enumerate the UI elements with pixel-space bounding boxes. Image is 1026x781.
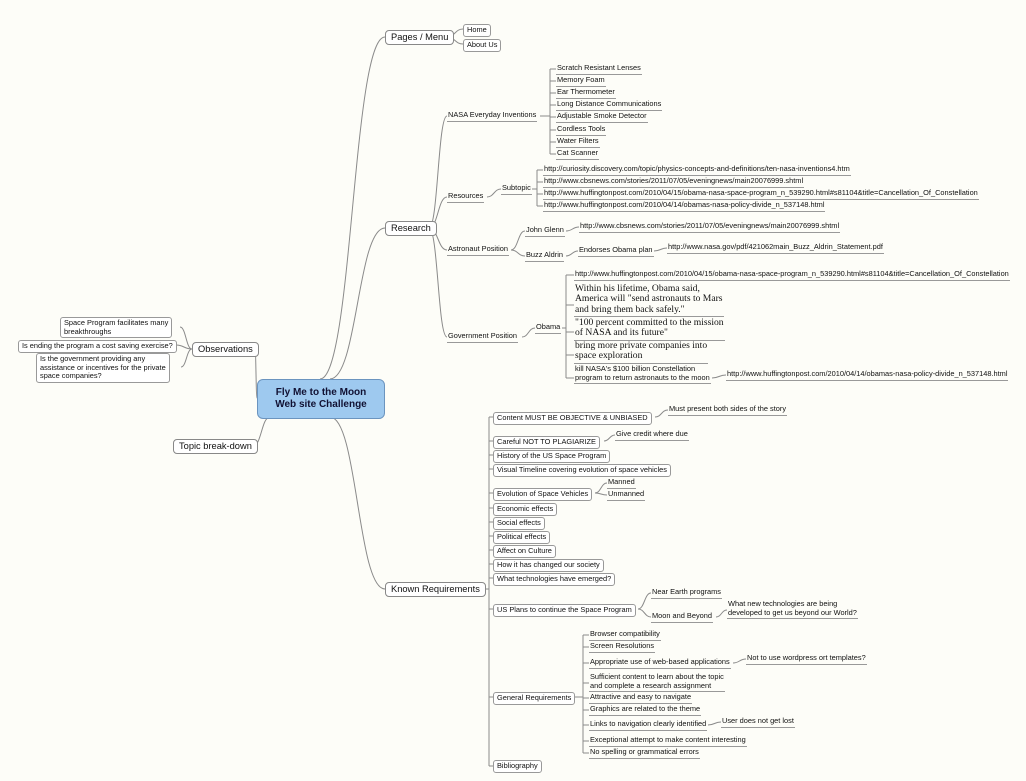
obama-quote-private: bring more private companies into space …: [574, 340, 709, 364]
connector-line: [428, 227, 448, 338]
connector-line: [428, 115, 448, 229]
resource-link[interactable]: http://www.huffingtonpost.com/2010/04/15…: [543, 188, 979, 200]
general-requirement-item[interactable]: Exceptional attempt to make content inte…: [589, 735, 747, 747]
requirement-note[interactable]: Near Earth programs: [651, 587, 723, 599]
general-requirement-item[interactable]: Attractive and easy to navigate: [589, 692, 693, 704]
general-requirement-item[interactable]: Browser compatibility: [589, 629, 661, 641]
requirement-item[interactable]: What technologies have emerged?: [493, 573, 616, 586]
connector-line: [175, 344, 193, 350]
requirement-note[interactable]: Must present both sides of the story: [668, 404, 788, 416]
connector-line: [637, 592, 652, 610]
resources-node[interactable]: Resources: [447, 191, 485, 203]
requirement-item[interactable]: Economic effects: [493, 503, 558, 516]
requirement-item[interactable]: Affect on Culture: [493, 545, 556, 558]
requirement-note[interactable]: Manned: [607, 477, 636, 489]
research-node[interactable]: Research: [385, 221, 437, 236]
requirement-plagiarize[interactable]: Careful NOT TO PLAGIARIZE: [493, 436, 600, 449]
resource-link[interactable]: http://www.huffingtonpost.com/2010/04/14…: [543, 200, 826, 212]
connector-line: [565, 250, 579, 257]
connector-line: [707, 721, 722, 726]
about-us-node[interactable]: About Us: [463, 39, 502, 52]
general-requirement-item[interactable]: Links to navigation clearly identified: [589, 719, 708, 731]
connector-line: [329, 416, 386, 590]
connector-line: [603, 434, 616, 442]
government-position-node[interactable]: Government Position: [447, 331, 519, 343]
connector-line: [594, 482, 608, 494]
requirement-item[interactable]: Political effects: [493, 531, 551, 544]
resource-link[interactable]: http://curiosity.discovery.com/topic/phy…: [543, 164, 851, 176]
invention-item[interactable]: Cat Scanner: [556, 148, 600, 160]
connector-line: [486, 188, 502, 198]
requirement-evolution[interactable]: Evolution of Space Vehicles: [493, 488, 593, 501]
connector-line: [715, 609, 728, 618]
buzz-aldrin-link[interactable]: http://www.nasa.gov/pdf/421062main_Buzz_…: [667, 242, 884, 254]
requirement-note[interactable]: Give credit where due: [615, 429, 689, 441]
requirement-item[interactable]: History of the US Space Program: [493, 450, 611, 463]
connector-line: [654, 409, 669, 418]
connector-line: [180, 348, 193, 368]
observation-item[interactable]: Is the government providing any assistan…: [36, 353, 170, 383]
requirement-item[interactable]: How it has changed our society: [493, 559, 604, 572]
connector-line: [594, 492, 608, 496]
observation-item[interactable]: Is ending the program a cost saving exer…: [18, 340, 177, 353]
invention-item[interactable]: Ear Thermometer: [556, 87, 616, 99]
requirement-item[interactable]: Social effects: [493, 517, 545, 530]
known-requirements-node[interactable]: Known Requirements: [385, 582, 486, 597]
invention-item[interactable]: Cordless Tools: [556, 124, 607, 136]
root-topic[interactable]: Fly Me to the Moon Web site Challenge: [257, 379, 385, 419]
connector-line: [637, 608, 652, 618]
government-link[interactable]: http://www.huffingtonpost.com/2010/04/15…: [574, 269, 1010, 281]
connector-line: [653, 247, 668, 252]
requirement-note[interactable]: What new technologies are being develope…: [727, 599, 858, 620]
kill-constellation-link[interactable]: http://www.huffingtonpost.com/2010/04/14…: [726, 369, 1009, 381]
topic-breakdown-node[interactable]: Topic break-down: [173, 439, 258, 454]
general-requirement-note[interactable]: User does not get lost: [721, 716, 795, 728]
obama-node[interactable]: Obama: [535, 322, 562, 334]
john-glenn-node[interactable]: John Glenn: [525, 225, 565, 237]
bibliography-node[interactable]: Bibliography: [493, 760, 542, 773]
astronaut-position-node[interactable]: Astronaut Position: [447, 244, 509, 256]
requirement-note[interactable]: Unmanned: [607, 489, 646, 501]
connector-line: [179, 326, 193, 350]
connector-line: [521, 327, 536, 338]
endorses-obama-node[interactable]: Endorses Obama plan: [578, 245, 654, 257]
pages-menu-node[interactable]: Pages / Menu: [385, 30, 455, 45]
nasa-everyday-inventions-node[interactable]: NASA Everyday Inventions: [447, 110, 538, 122]
requirement-note[interactable]: Moon and Beyond: [651, 611, 713, 623]
observations-node[interactable]: Observations: [192, 342, 259, 357]
subtopic-node[interactable]: Subtopic: [501, 183, 532, 195]
connector-line: [732, 658, 747, 664]
connector-line: [329, 227, 386, 380]
general-requirement-item[interactable]: No spelling or grammatical errors: [589, 747, 700, 759]
general-requirements-node[interactable]: General Requirements: [493, 692, 576, 705]
obama-quote-committed: "100 percent committed to the mission of…: [574, 317, 725, 341]
connector-line: [319, 36, 386, 380]
home-node[interactable]: Home: [463, 24, 491, 37]
general-requirement-item[interactable]: Sufficient content to learn about the to…: [589, 672, 725, 693]
requirement-item[interactable]: Visual Timeline covering evolution of sp…: [493, 464, 671, 477]
general-requirement-item[interactable]: Screen Resolutions: [589, 641, 656, 653]
general-requirement-item[interactable]: Appropriate use of web-based application…: [589, 657, 731, 669]
obama-quote-mars: Within his lifetime, Obama said, America…: [574, 283, 724, 318]
connector-line: [565, 226, 580, 232]
connector-line: [510, 230, 526, 251]
requirement-us-plans[interactable]: US Plans to continue the Space Program: [493, 604, 636, 617]
invention-item[interactable]: Adjustable Smoke Detector: [556, 111, 648, 123]
requirement-objective[interactable]: Content MUST BE OBJECTIVE & UNBIASED: [493, 412, 652, 425]
invention-item[interactable]: Scratch Resistant Lenses: [556, 63, 642, 75]
invention-item[interactable]: Long Distance Communications: [556, 99, 663, 111]
invention-item[interactable]: Memory Foam: [556, 75, 606, 87]
kill-constellation-node[interactable]: kill NASA's $100 billion Constellation p…: [574, 364, 711, 385]
john-glenn-link[interactable]: http://www.cbsnews.com/stories/2011/07/0…: [579, 221, 841, 233]
invention-item[interactable]: Water Filters: [556, 136, 600, 148]
connector-line: [711, 374, 727, 379]
general-requirement-note[interactable]: Not to use wordpress ort templates?: [746, 653, 867, 665]
general-requirement-item[interactable]: Graphics are related to the theme: [589, 704, 702, 716]
buzz-aldrin-node[interactable]: Buzz Aldrin: [525, 250, 564, 262]
observation-item[interactable]: Space Program facilitates many breakthro…: [60, 317, 173, 339]
resource-link[interactable]: http://www.cbsnews.com/stories/2011/07/0…: [543, 176, 805, 188]
connector-line: [510, 249, 526, 257]
